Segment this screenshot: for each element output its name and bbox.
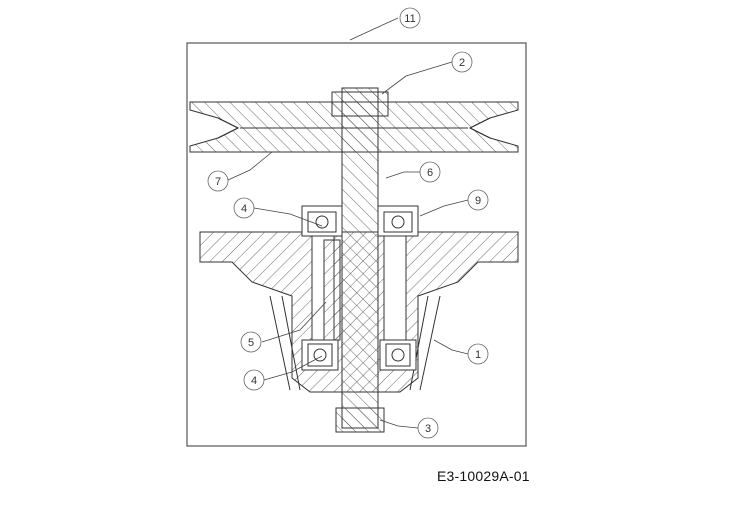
drawing-code: E3-10029A-01 bbox=[437, 468, 530, 484]
callout-11: 11 bbox=[399, 7, 421, 29]
callout-9: 9 bbox=[467, 189, 489, 211]
svg-text:7: 7 bbox=[215, 176, 221, 188]
svg-text:2: 2 bbox=[459, 57, 465, 69]
svg-text:4: 4 bbox=[251, 375, 257, 387]
callout-3: 3 bbox=[417, 417, 439, 439]
svg-text:5: 5 bbox=[248, 337, 254, 349]
drawing-frame bbox=[186, 42, 527, 447]
callout-5: 5 bbox=[240, 331, 262, 353]
callout-7: 7 bbox=[207, 170, 229, 192]
callout-4-upper: 4 bbox=[233, 197, 255, 219]
svg-text:4: 4 bbox=[241, 203, 247, 215]
bearings bbox=[307, 211, 413, 367]
svg-text:1: 1 bbox=[475, 349, 481, 361]
callout-4-lower: 4 bbox=[243, 369, 265, 391]
callout-2: 2 bbox=[451, 51, 473, 73]
callout-6: 6 bbox=[419, 161, 441, 183]
callout-1: 1 bbox=[467, 343, 489, 365]
svg-text:3: 3 bbox=[425, 423, 431, 435]
leader-lines bbox=[227, 17, 469, 429]
svg-text:11: 11 bbox=[404, 13, 415, 25]
spacer bbox=[323, 239, 341, 341]
spindle-shaft bbox=[331, 87, 389, 433]
svg-text:6: 6 bbox=[427, 167, 433, 179]
svg-text:9: 9 bbox=[475, 195, 481, 207]
